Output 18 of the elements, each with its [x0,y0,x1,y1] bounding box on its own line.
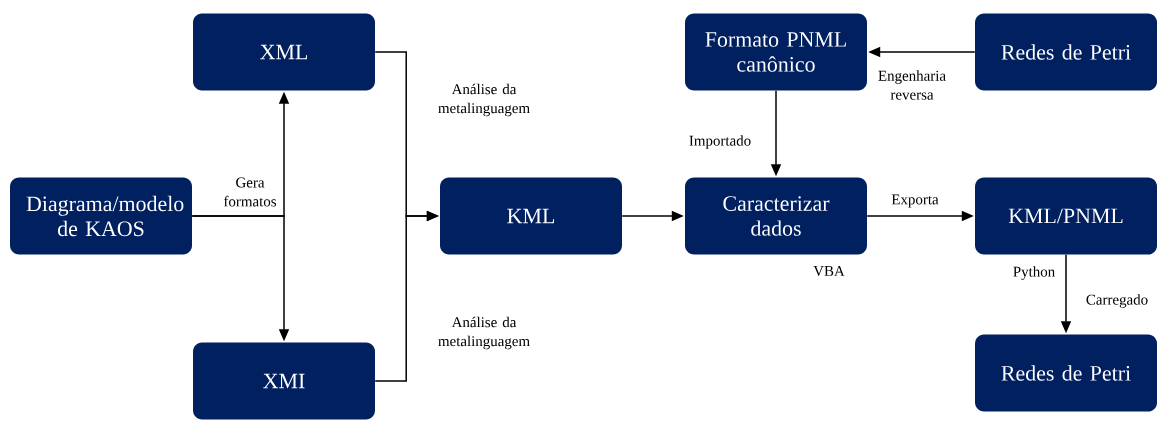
process-box: XML [193,13,375,91]
process-box: Redes de Petri [975,13,1157,91]
process-box: Formato PNML canônico [685,13,867,91]
process-box: XMI [193,342,375,420]
edge-label: Importado [689,135,751,149]
note-label: Python [1013,266,1055,280]
edge-label: Análise da metalinguagem [438,316,530,350]
edge-label: Exporta [891,194,939,208]
edge-label: Gera formatos [223,177,277,207]
process-box: Redes de Petri [975,334,1157,412]
edge-label: Engenharia reversa [878,70,946,100]
process-box: Diagrama/modelo de KAOS [10,177,192,255]
process-box: Caracterizar dados [685,177,867,255]
edge-label: Carregado [1086,294,1148,308]
edge-label: Análise da metalinguagem [438,83,530,117]
process-box: KML/PNML [975,177,1157,255]
node-caption: VBA [813,265,845,277]
process-box: KML [440,177,622,255]
